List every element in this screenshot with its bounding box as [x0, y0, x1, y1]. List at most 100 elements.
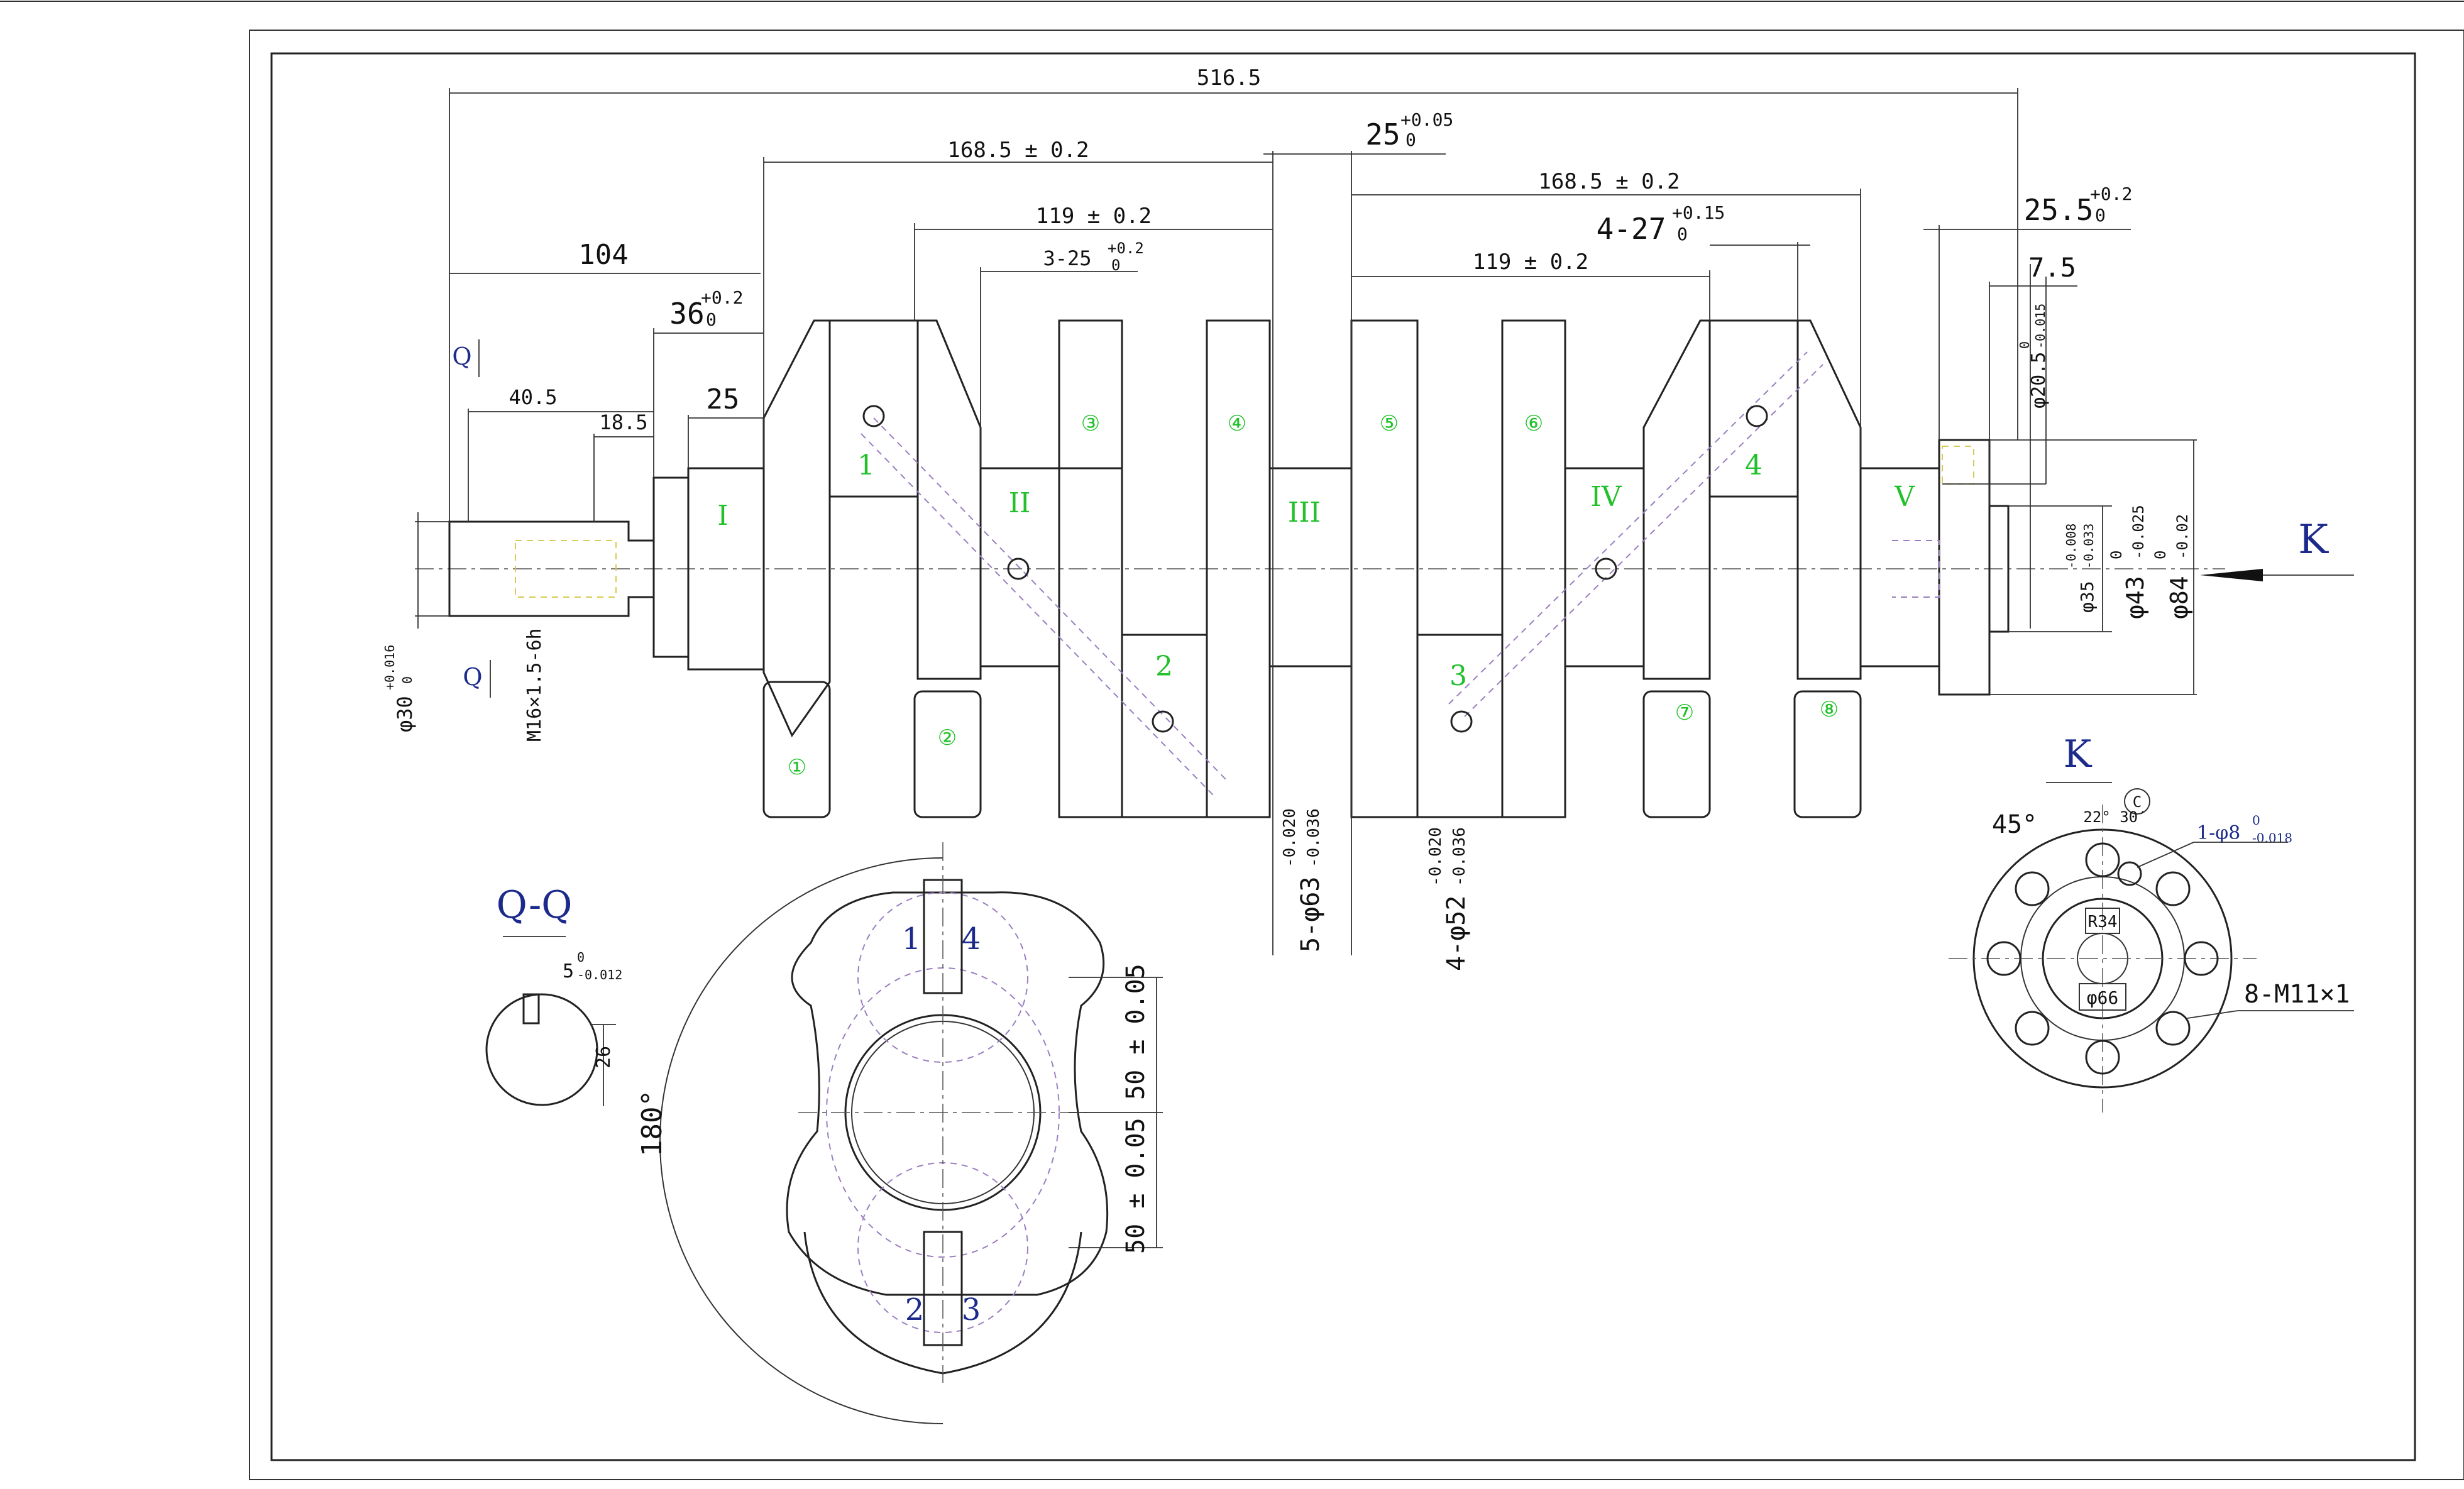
dim-main1: 168.5 ± 0.2	[947, 138, 1089, 163]
main-journal-labels: I II III IV V	[717, 481, 1915, 532]
pin-label-4: 4	[1745, 449, 1763, 481]
dim-first-main: 36	[669, 297, 704, 331]
journal-label-3: III	[1288, 497, 1321, 529]
dowel-callout: 1-φ8	[2197, 822, 2240, 844]
journal-label-1: I	[717, 500, 728, 532]
dim-thread: M16×1.5-6h	[524, 628, 546, 742]
dim-d-main-tol-hi: -0.020	[1280, 808, 1299, 867]
section-marks: Q Q K	[452, 339, 2329, 698]
key-width: 5	[563, 960, 574, 982]
web-label-1: ①	[788, 755, 806, 780]
dim-d-hole-tol-lo: -0.015	[2033, 304, 2048, 349]
dim-snout: 104	[578, 239, 628, 271]
dim-web3-tol-lo: 0	[1111, 256, 1120, 274]
journal-label-4: IV	[1590, 481, 1622, 513]
web-label-8: ⑧	[1820, 697, 1839, 722]
dim-flange-w-tol: +0.2	[2090, 184, 2132, 204]
dim-d-flange-tol-lo: -0.02	[2174, 514, 2191, 559]
dim-d-pin-tol-hi: -0.020	[1426, 827, 1445, 886]
end-view: 50 ± 0.05 50 ± 0.05 180° 1 4 2 3	[636, 842, 1163, 1424]
section-mark-top: Q	[452, 343, 471, 370]
dowel-tol-hi: 0	[2252, 813, 2260, 828]
end-view-num-4: 4	[962, 921, 981, 957]
dimension-lines	[415, 88, 2354, 955]
end-view-num-2: 2	[905, 1292, 925, 1327]
dim-web3-tol: +0.2	[1108, 239, 1144, 257]
dim-d-nose-tol-lo: 0	[400, 676, 415, 684]
outer-frame	[249, 30, 2464, 1480]
key-height: 26	[593, 1046, 615, 1069]
dim-center-tol-lo: 0	[1405, 129, 1416, 150]
end-view-num-1: 1	[902, 921, 921, 957]
dim-d-flange-tol-hi: 0	[2152, 551, 2169, 559]
pin-label-1: 1	[857, 449, 875, 481]
key-width-tol-hi: 0	[577, 950, 585, 965]
dim-d-pin-tol-lo: -0.036	[1450, 827, 1469, 886]
radius-r34: R34	[2088, 913, 2118, 931]
datum-c: C	[2133, 793, 2142, 811]
angle-22: 22° 30′	[2083, 808, 2147, 826]
end-view-num-3: 3	[962, 1292, 981, 1327]
dim-d-flange-in-tol-lo: -0.025	[2130, 505, 2147, 559]
dim-d-pilot: φ35	[2077, 581, 2098, 613]
journal-label-5: V	[1894, 481, 1915, 513]
web-label-3: ③	[1081, 411, 1100, 436]
journal-label-2: II	[1009, 487, 1031, 519]
dimension-texts: 516.5 168.5 ± 0.2 168.5 ± 0.2 119 ± 0.2 …	[382, 65, 2193, 971]
angle-45: 45°	[1992, 810, 2037, 839]
dim-d-main: 5-φ63	[1296, 877, 1325, 952]
section-qq: Q-Q 5 0 -0.012 26	[485, 883, 622, 1106]
web-label-2: ②	[938, 725, 957, 750]
view-k: K C 45° 22° 30′ 1-φ8 0 -0.018 R34 φ66 8-…	[1949, 732, 2354, 1113]
dim-flange-w: 25.5	[2024, 193, 2094, 227]
web-label-4: ④	[1228, 411, 1246, 436]
bolt-callout: 8-M11×1	[2244, 980, 2350, 1009]
dim-pin4-tol-lo: 0	[1677, 224, 1688, 245]
angle-180: 180°	[636, 1090, 668, 1157]
dim-pin4-tol: +0.15	[1672, 202, 1725, 223]
dim-d-nose-tol: +0.016	[382, 645, 397, 690]
dim-d-pilot-tol-hi: -0.008	[2064, 524, 2079, 569]
dim-center-tol: +0.05	[1400, 109, 1453, 130]
web-label-7: ⑦	[1675, 700, 1694, 725]
throw-dim-b: 50 ± 0.05	[1121, 1118, 1150, 1254]
dim-flange-step: 7.5	[2028, 252, 2076, 283]
dim-first-main-tol: +0.2	[701, 287, 743, 308]
dim-nose25: 25	[707, 383, 740, 415]
dim-first-main-tol-lo: 0	[706, 309, 717, 330]
dim-center: 25	[1365, 118, 1400, 151]
dim-flange-w-tol-lo: 0	[2095, 205, 2106, 226]
web-label-6: ⑥	[1524, 411, 1543, 436]
key-width-tol-lo: -0.012	[577, 967, 622, 982]
dim-d-main-tol-lo: -0.036	[1304, 808, 1323, 867]
pin-label-2: 2	[1155, 651, 1173, 683]
dim-web3: 3-25	[1043, 246, 1091, 270]
dim-d-pilot-tol-lo: -0.033	[2081, 524, 2096, 569]
dim-d-flange-in-tol-hi: 0	[2108, 551, 2125, 559]
dim-d-flange: φ84	[2165, 576, 2193, 619]
dim-main2: 168.5 ± 0.2	[1538, 169, 1680, 194]
section-qq-title: Q-Q	[497, 883, 573, 927]
web-label-5: ⑤	[1380, 411, 1399, 436]
dim-d-hole: φ20.5	[2028, 352, 2050, 409]
dim-pin1: 119 ± 0.2	[1036, 204, 1152, 229]
dim-d-pin: 4-φ52	[1442, 896, 1471, 971]
inner-frame	[270, 52, 2416, 1461]
web-labels: ① ② ③ ④ ⑤ ⑥ ⑦ ⑧	[788, 411, 1839, 780]
dim-pin2: 119 ± 0.2	[1473, 250, 1588, 275]
dowel-tol-lo: -0.018	[2252, 830, 2292, 845]
dim-d-flange-in: φ43	[2121, 576, 2149, 619]
diameter-d66: φ66	[2087, 987, 2119, 1008]
dim-d-hole-tol-hi: 0	[2017, 341, 2032, 349]
view-k-title: K	[2064, 732, 2093, 776]
crankshaft-elevation	[415, 319, 2225, 818]
section-mark-bottom: Q	[463, 663, 482, 691]
dim-pin4: 4-27	[1597, 212, 1666, 246]
dim-d-nose: φ30	[393, 696, 417, 732]
dim-overall: 516.5	[1197, 65, 1261, 91]
view-k-arrow-label: K	[2298, 517, 2329, 563]
pin-labels: 1 2 3 4	[857, 449, 1763, 692]
pin-label-3: 3	[1449, 660, 1467, 692]
dim-key-gap: 18.5	[599, 410, 647, 434]
